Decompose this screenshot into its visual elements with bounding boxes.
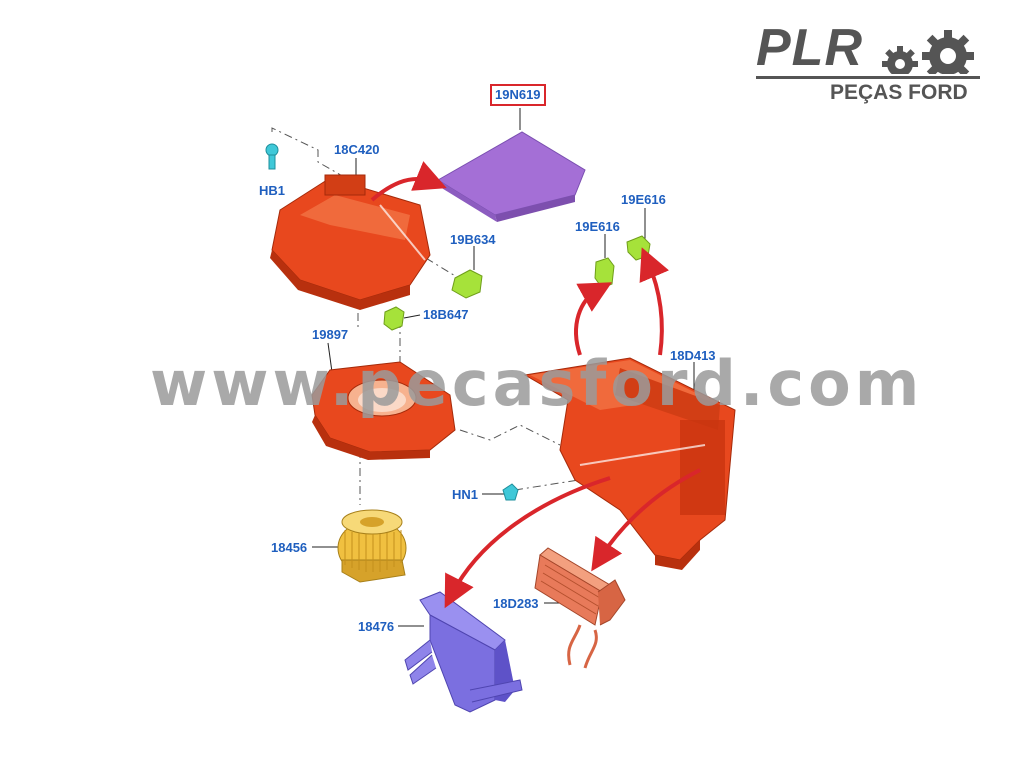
- upper-housing-18C420: [270, 174, 431, 310]
- fastener-HN1: [502, 483, 519, 501]
- watermark-text: www.pecasford.com: [150, 347, 924, 420]
- label-18B647: 18B647: [423, 307, 469, 322]
- cabin-filter-19N619: [437, 131, 586, 222]
- fastener-HB1: [265, 143, 279, 170]
- clip-18B647: [383, 306, 405, 331]
- label-HB1: HB1: [259, 183, 286, 198]
- label-19E616-left: 19E616: [575, 219, 620, 234]
- actuator-19E616-left: [594, 257, 615, 289]
- label-18C420: 18C420: [334, 142, 380, 157]
- clip-19B634: [451, 269, 483, 299]
- label-18476: 18476: [358, 619, 395, 634]
- hvac-main-case-18D413: [523, 357, 736, 570]
- logo-divider: [756, 76, 980, 79]
- blower-resistor-18D283: [534, 547, 626, 669]
- label-18D283: 18D283: [493, 596, 539, 611]
- label-HN1: HN1: [452, 487, 479, 502]
- label-19897: 19897: [312, 327, 349, 342]
- heater-core-18476: [404, 591, 523, 713]
- blower-motor-18456: [337, 509, 407, 583]
- label-19N619: 19N619: [490, 84, 546, 106]
- label-18D413: 18D413: [670, 348, 716, 363]
- actuator-19E616-right: [626, 235, 651, 261]
- logo-brand: PLR: [756, 19, 863, 77]
- logo-subtitle: PEÇAS FORD: [830, 81, 968, 104]
- label-18456: 18456: [271, 540, 308, 555]
- gears-icon: [870, 30, 980, 82]
- blower-housing-19897: [311, 361, 456, 460]
- motion-arrows: [370, 161, 701, 609]
- label-19E616-right: 19E616: [621, 192, 666, 207]
- label-19B634: 19B634: [450, 232, 496, 247]
